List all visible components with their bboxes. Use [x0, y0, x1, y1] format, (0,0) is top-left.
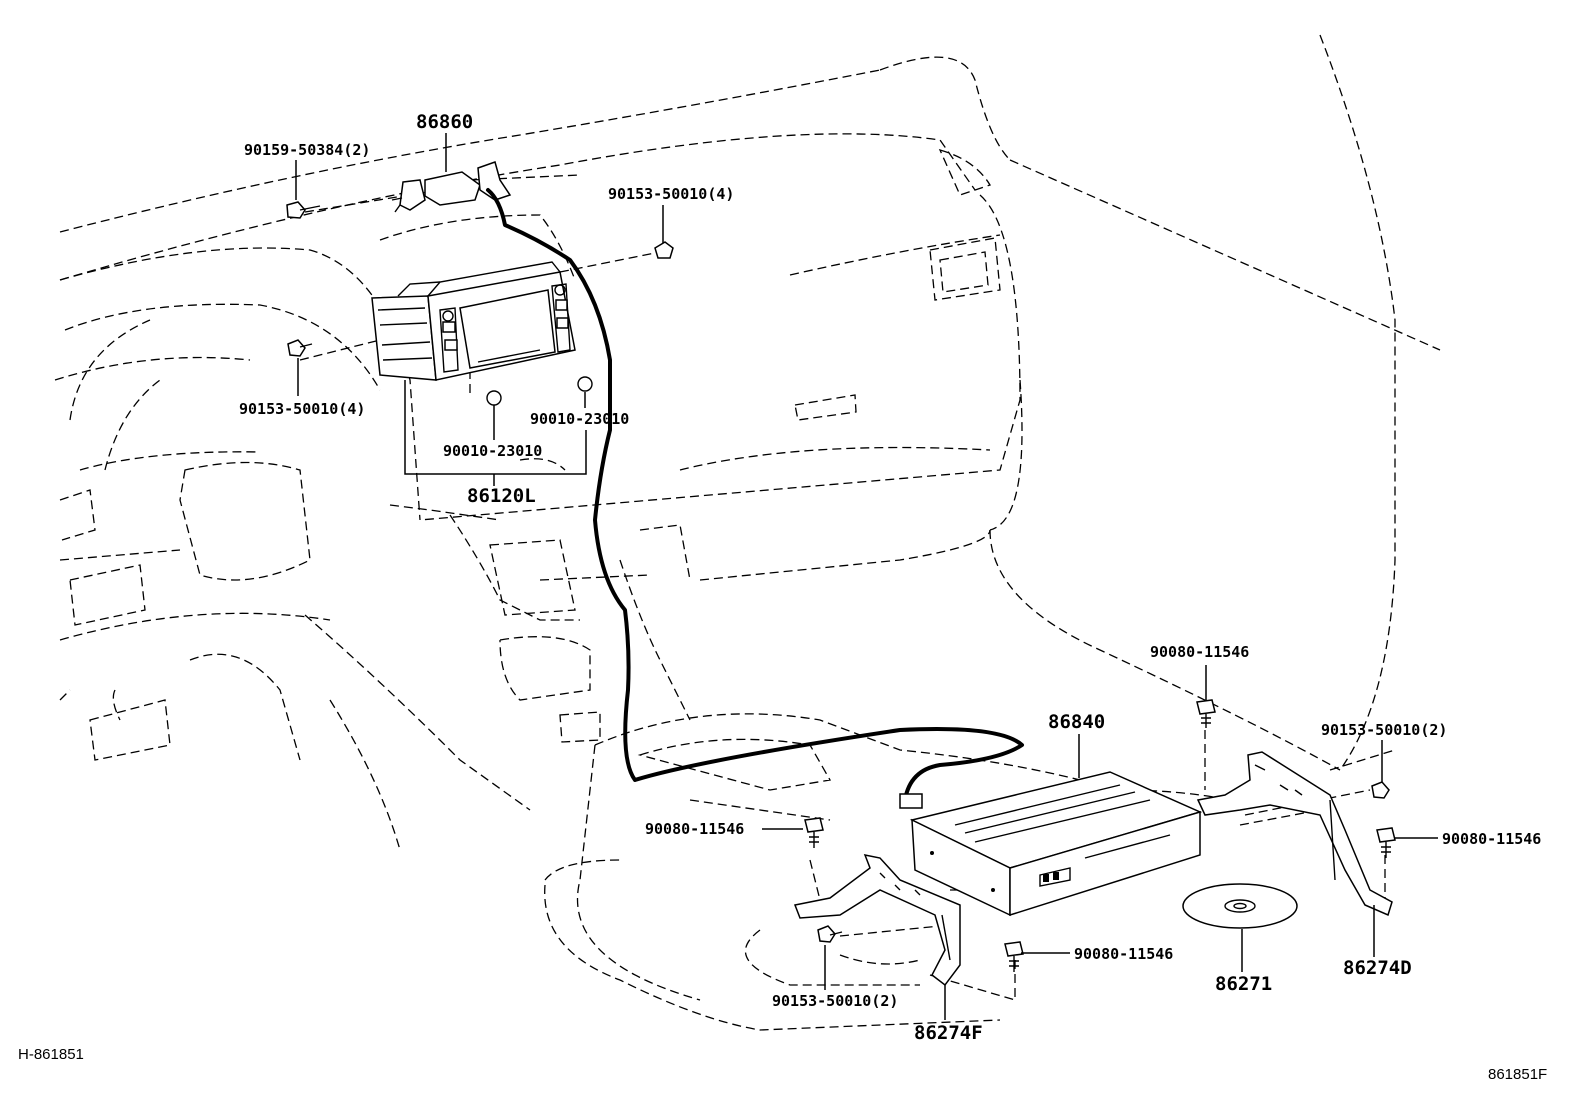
callout-labels: 86860 90159-50384(2) 90153-50010(4) 9015… [239, 111, 1541, 1044]
bolt-90080-11546-top [1196, 699, 1216, 728]
label-90010-23010-mid: 90010-23010 [443, 442, 542, 460]
label-90153-50010-left: 90153-50010(4) [239, 400, 365, 418]
navigation-ecu-86840 [909, 771, 1203, 917]
label-86271: 86271 [1215, 973, 1272, 995]
bolt-90153-50010-left [287, 339, 313, 357]
label-90080-11546-left: 90080-11546 [645, 820, 744, 838]
label-90080-11546-top: 90080-11546 [1150, 643, 1249, 661]
label-86860: 86860 [416, 111, 473, 133]
label-86274D: 86274D [1343, 957, 1412, 979]
bolt-90080-11546-bottom [1004, 941, 1024, 972]
label-86274F: 86274F [914, 1022, 983, 1044]
figure-ref-left: H-861851 [18, 1046, 84, 1063]
bolt-90153-50010-top [654, 241, 674, 259]
disc-86271 [1182, 883, 1298, 929]
antenna-cable [486, 188, 1024, 802]
interior-outline [54, 34, 1441, 1031]
label-90080-11546-bottom: 90080-11546 [1074, 945, 1173, 963]
leader-lines [295, 133, 1438, 1020]
bolt-90080-11546-left [804, 817, 824, 848]
label-86120L: 86120L [467, 485, 536, 507]
label-90080-11546-right: 90080-11546 [1442, 830, 1541, 848]
bolt-90159-50384 [286, 201, 321, 219]
head-unit-86120L [371, 261, 576, 381]
bolt-90153-50010-bottom [817, 925, 843, 943]
bolt-90080-11546-right [1376, 827, 1396, 858]
label-90159-50384: 90159-50384(2) [244, 141, 370, 159]
label-90153-50010-bottom: 90153-50010(2) [772, 992, 898, 1010]
bolt-90153-50010-right [1371, 781, 1390, 799]
label-86840: 86840 [1048, 711, 1105, 733]
bracket-86274D [1196, 751, 1393, 917]
screw-90010-23010-circles [486, 376, 593, 406]
gps-antenna-86860 [391, 161, 512, 213]
bracket-86274F [793, 853, 961, 987]
label-90153-50010-right: 90153-50010(2) [1321, 721, 1447, 739]
cable-connector [899, 793, 923, 809]
figure-ref-right: 861851F [1488, 1066, 1547, 1083]
label-90010-23010-right: 90010-23010 [530, 410, 629, 428]
label-90153-50010-top: 90153-50010(4) [608, 185, 734, 203]
